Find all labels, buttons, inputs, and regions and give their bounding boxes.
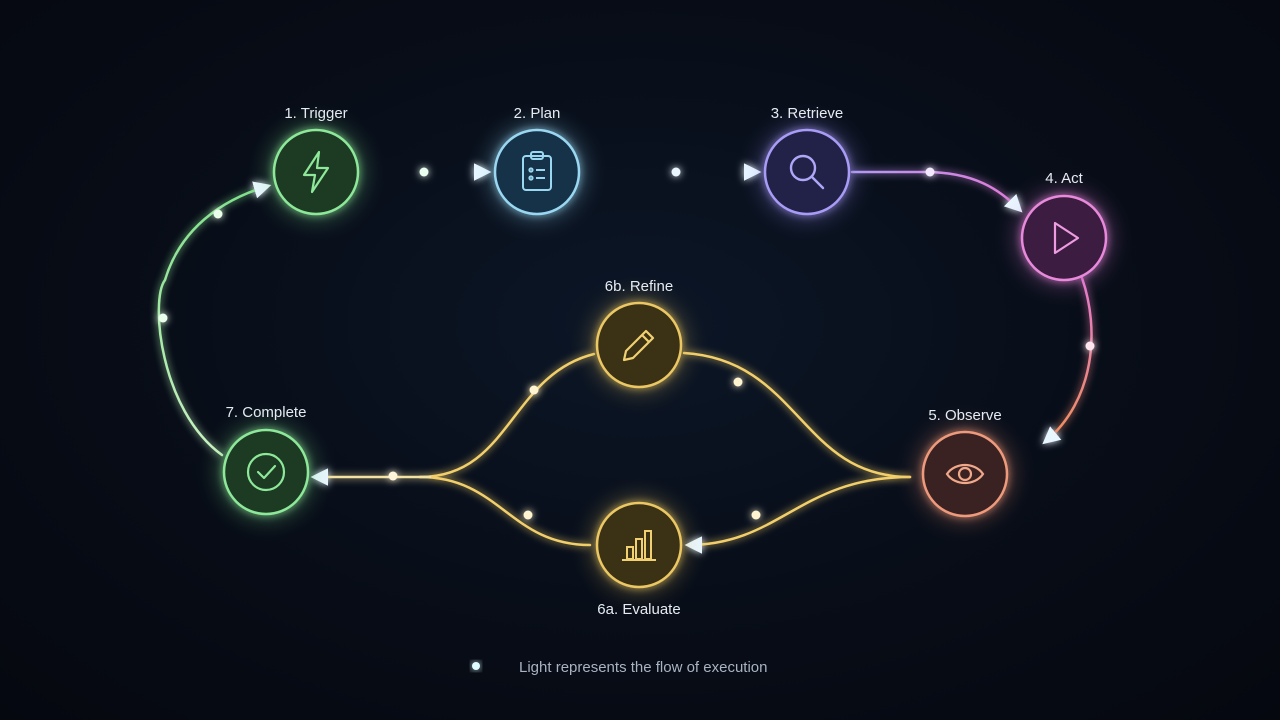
node-label-plan: 2. Plan — [514, 105, 561, 122]
node-refine[interactable] — [587, 293, 691, 397]
pulse — [523, 510, 533, 520]
connector-observe-evaluate — [684, 475, 912, 554]
search-icon — [789, 154, 825, 190]
node-circle — [595, 501, 683, 589]
node-retrieve[interactable] — [755, 120, 859, 224]
play-icon — [1053, 221, 1080, 255]
node-label-trigger: 1. Trigger — [284, 105, 347, 122]
node-label-retrieve: 3. Retrieve — [771, 105, 844, 122]
connector-complete-trigger — [157, 181, 272, 457]
node-label-observe: 5. Observe — [928, 407, 1001, 424]
pulse — [213, 209, 223, 219]
eye-icon — [945, 463, 985, 485]
connector-act-observe — [1042, 276, 1093, 445]
pencil-icon — [622, 329, 655, 362]
pulse — [925, 167, 935, 177]
node-circle — [763, 128, 851, 216]
node-circle — [595, 301, 683, 389]
pulse — [158, 313, 168, 323]
connector-refine-complete — [418, 352, 596, 479]
node-circle — [222, 428, 310, 516]
pulse — [671, 167, 681, 177]
node-plan[interactable] — [485, 120, 589, 224]
node-circle — [1020, 194, 1108, 282]
connector-evaluate-complete — [418, 475, 592, 547]
clipboard-icon — [522, 151, 552, 191]
node-label-evaluate: 6a. Evaluate — [597, 601, 680, 618]
node-circle — [272, 128, 360, 216]
node-trigger[interactable] — [264, 120, 368, 224]
connector-branch-refine-in — [682, 351, 912, 479]
node-label-refine: 6b. Refine — [605, 278, 673, 295]
pulse — [751, 510, 761, 520]
node-label-complete: 7. Complete — [226, 404, 307, 421]
pulse — [529, 385, 539, 395]
node-evaluate[interactable] — [587, 493, 691, 597]
pulse — [1085, 341, 1095, 351]
connector-retrieve-act — [850, 170, 1023, 213]
pulse — [388, 471, 398, 481]
node-act[interactable] — [1012, 186, 1116, 290]
node-observe[interactable] — [913, 422, 1017, 526]
legend-light-dot — [472, 662, 480, 670]
node-circle — [493, 128, 581, 216]
checkmark-icon — [246, 452, 286, 492]
lightning-icon — [302, 150, 330, 194]
legend: Light represents the flow of execution — [422, 659, 767, 676]
pulse — [733, 377, 743, 387]
bar-chart-icon — [622, 530, 656, 561]
node-label-act: 4. Act — [1045, 170, 1083, 187]
pulse — [419, 167, 429, 177]
node-complete[interactable] — [214, 420, 318, 524]
flow-pulses — [158, 167, 1095, 520]
legend-text: Light represents the flow of execution — [519, 659, 767, 676]
node-circle — [921, 430, 1009, 518]
